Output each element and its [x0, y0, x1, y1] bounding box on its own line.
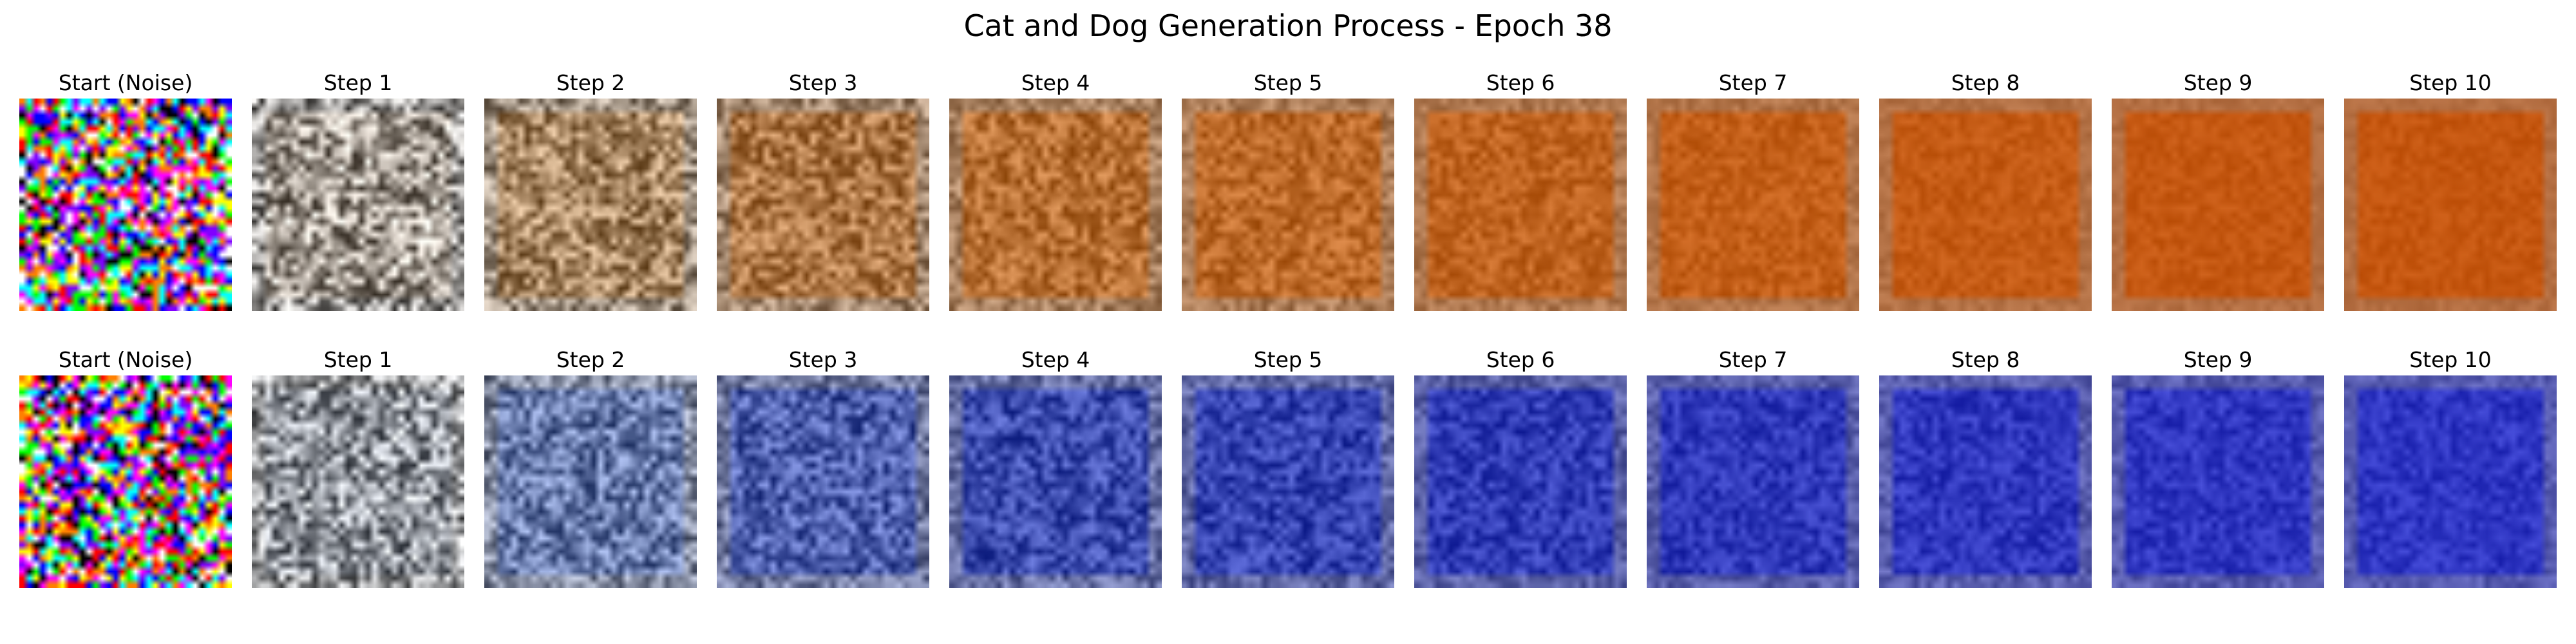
generated-image [1879, 99, 2092, 311]
panel-label: Step 6 [1486, 70, 1555, 95]
generated-image [1647, 99, 1859, 311]
panel-step-3: Step 3 [717, 345, 929, 588]
panel-step-10: Step 10 [2344, 68, 2557, 311]
panel-label: Step 1 [323, 347, 393, 372]
panel-start-noise: Start (Noise) [19, 68, 232, 311]
panel-step-5: Step 5 [1182, 68, 1394, 311]
panel-label: Step 2 [556, 347, 625, 372]
generated-image [2344, 99, 2557, 311]
panel-label: Step 6 [1486, 347, 1555, 372]
panel-label: Step 4 [1021, 347, 1090, 372]
generated-image [1879, 375, 2092, 588]
figure-title: Cat and Dog Generation Process - Epoch 3… [963, 8, 1613, 43]
panel-step-7: Step 7 [1647, 345, 1859, 588]
panel-label: Step 9 [2183, 70, 2253, 95]
noise-image [19, 375, 232, 588]
generated-image [1414, 375, 1627, 588]
panel-start-noise: Start (Noise) [19, 345, 232, 588]
panel-step-1: Step 1 [252, 345, 464, 588]
noise-image [19, 99, 232, 311]
generated-image [1182, 99, 1394, 311]
panel-step-7: Step 7 [1647, 68, 1859, 311]
panel-step-9: Step 9 [2112, 345, 2324, 588]
panel-label: Step 3 [788, 347, 858, 372]
panel-label: Step 3 [788, 70, 858, 95]
generated-image [252, 375, 464, 588]
generated-image [2112, 375, 2324, 588]
panel-label: Start (Noise) [58, 70, 193, 95]
cat-generation-row: Start (Noise) Step 1 Step 2 Step 3 Step 4 Ste… [19, 68, 2557, 364]
generated-image [1414, 99, 1627, 311]
generated-image [949, 375, 1162, 588]
generated-image [949, 99, 1162, 311]
generated-image [2344, 375, 2557, 588]
generated-image [252, 99, 464, 311]
panel-label: Step 5 [1253, 347, 1323, 372]
panel-step-3: Step 3 [717, 68, 929, 311]
panel-label: Step 2 [556, 70, 625, 95]
panel-label: Step 1 [323, 70, 393, 95]
panel-label: Step 7 [1718, 70, 1788, 95]
panel-label: Step 10 [2409, 70, 2492, 95]
dog-generation-row: Start (Noise) Step 1 Step 2 Step 3 Step 4 Ste… [19, 345, 2557, 641]
panel-label: Step 9 [2183, 347, 2253, 372]
panel-step-10: Step 10 [2344, 345, 2557, 588]
panel-label: Step 5 [1253, 70, 1323, 95]
panel-step-1: Step 1 [252, 68, 464, 311]
generated-image [1182, 375, 1394, 588]
generated-image [2112, 99, 2324, 311]
panel-label: Step 8 [1951, 70, 2020, 95]
generated-image [484, 99, 697, 311]
panel-step-9: Step 9 [2112, 68, 2324, 311]
panel-step-8: Step 8 [1879, 345, 2092, 588]
panel-step-5: Step 5 [1182, 345, 1394, 588]
generated-image [1647, 375, 1859, 588]
panel-step-6: Step 6 [1414, 345, 1627, 588]
panel-label: Start (Noise) [58, 347, 193, 372]
generated-image [717, 375, 929, 588]
panel-label: Step 4 [1021, 70, 1090, 95]
generated-image [484, 375, 697, 588]
panel-step-2: Step 2 [484, 345, 697, 588]
generated-image [717, 99, 929, 311]
panel-label: Step 8 [1951, 347, 2020, 372]
panel-step-4: Step 4 [949, 68, 1162, 311]
panel-step-4: Step 4 [949, 345, 1162, 588]
panel-step-6: Step 6 [1414, 68, 1627, 311]
panel-label: Step 7 [1718, 347, 1788, 372]
panel-step-2: Step 2 [484, 68, 697, 311]
panel-label: Step 10 [2409, 347, 2492, 372]
panel-step-8: Step 8 [1879, 68, 2092, 311]
